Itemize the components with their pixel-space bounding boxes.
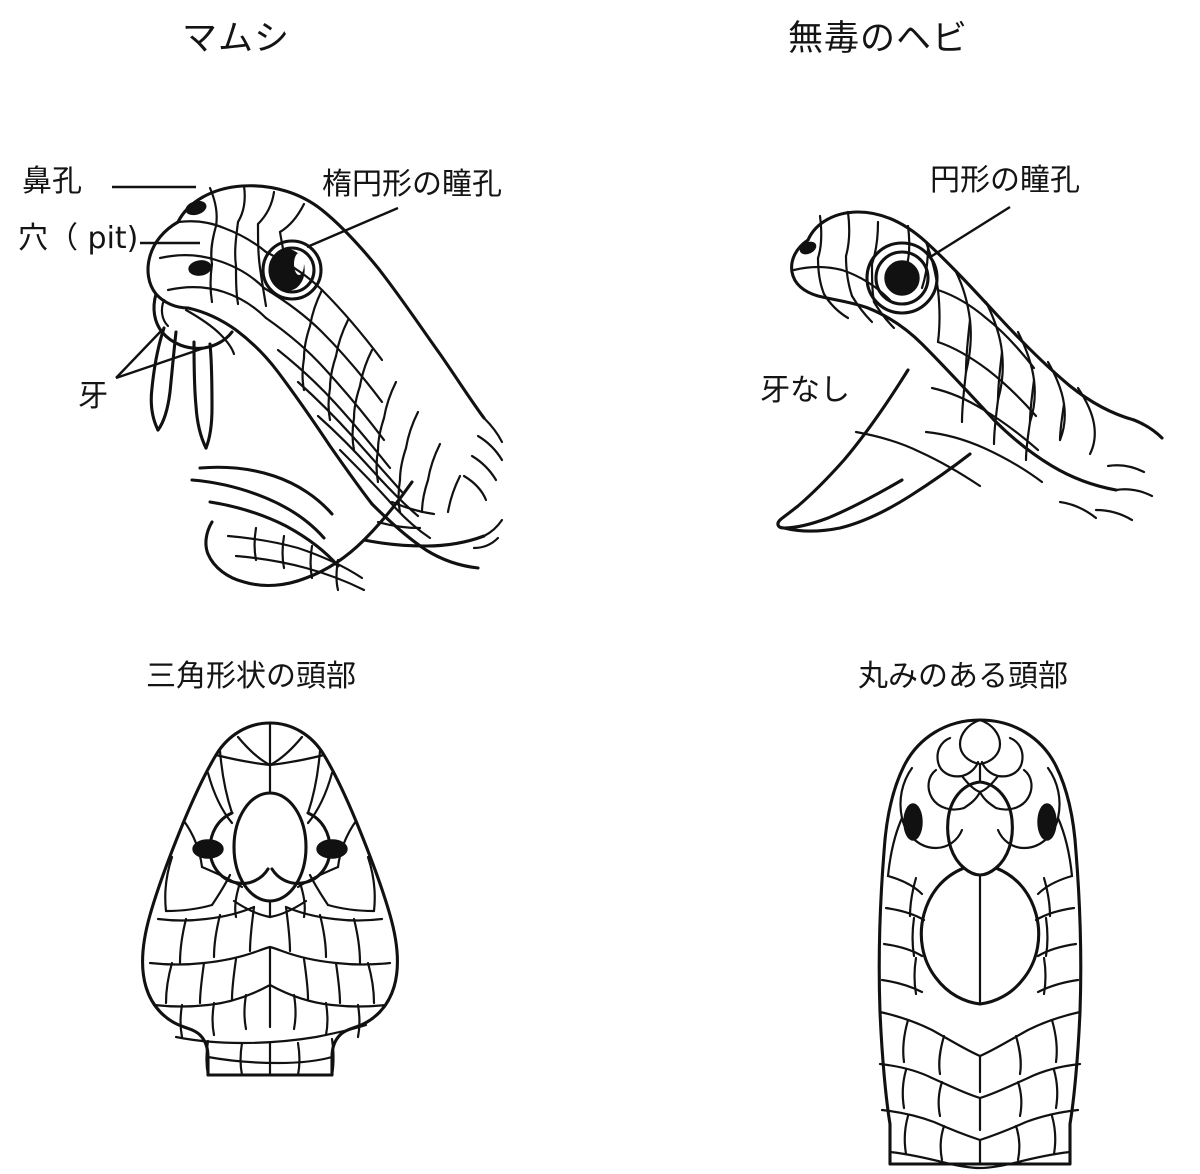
venomous-snake-head-dorsal-illustration [120, 715, 420, 1095]
annotation-label-fangs: 牙 [78, 379, 108, 414]
venomous-snake-head-side-illustration [60, 150, 540, 600]
annotation-label-nostril: 鼻孔 [22, 164, 82, 199]
column-title-nonvenomous: 無毒のヘビ [788, 19, 969, 59]
column-title-venomous: マムシ [182, 19, 291, 59]
nonvenomous-snake-head-dorsal-illustration [840, 712, 1120, 1174]
annotation-label-pit: 穴（ pit) [18, 221, 139, 256]
caption-triangular-head: 三角形状の頭部 [146, 659, 356, 694]
caption-rounded-head: 丸みのある頭部 [858, 659, 1068, 694]
annotation-label-elliptical-pupil: 楕円形の瞳孔 [322, 167, 502, 202]
nonvenomous-snake-head-side-illustration [760, 180, 1180, 540]
annotation-label-no-fangs: 牙なし [760, 373, 850, 408]
annotation-label-round-pupil: 円形の瞳孔 [930, 163, 1080, 198]
